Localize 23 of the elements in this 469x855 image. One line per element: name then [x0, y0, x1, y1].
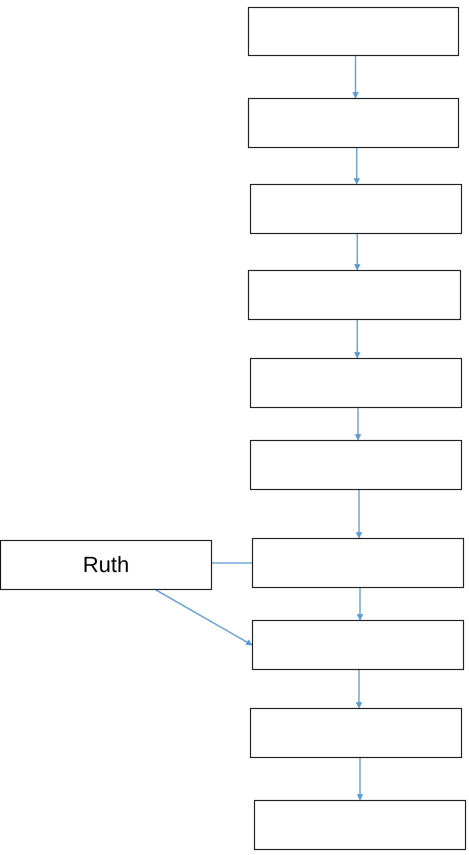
arrow: [352, 56, 359, 99]
empty-box: [250, 184, 462, 234]
arrow: [356, 758, 364, 801]
empty-box: [248, 98, 459, 148]
arrow: [354, 320, 360, 359]
empty-box: [250, 708, 462, 758]
arrow: [356, 490, 362, 539]
empty-box: [248, 7, 459, 56]
empty-box: [250, 358, 462, 408]
connector-line: [212, 562, 252, 564]
arrow: [354, 148, 360, 185]
arrow: [156, 589, 253, 646]
arrow: [356, 670, 362, 709]
empty-box: [254, 800, 466, 850]
arrow: [354, 408, 362, 441]
empty-box: [248, 270, 461, 320]
label-box: [0, 540, 212, 590]
empty-box: [252, 538, 464, 588]
empty-box: [252, 620, 464, 670]
arrow: [356, 588, 364, 621]
empty-box: [250, 440, 462, 490]
node-label: Ruth: [82, 552, 130, 578]
arrow: [354, 234, 360, 271]
